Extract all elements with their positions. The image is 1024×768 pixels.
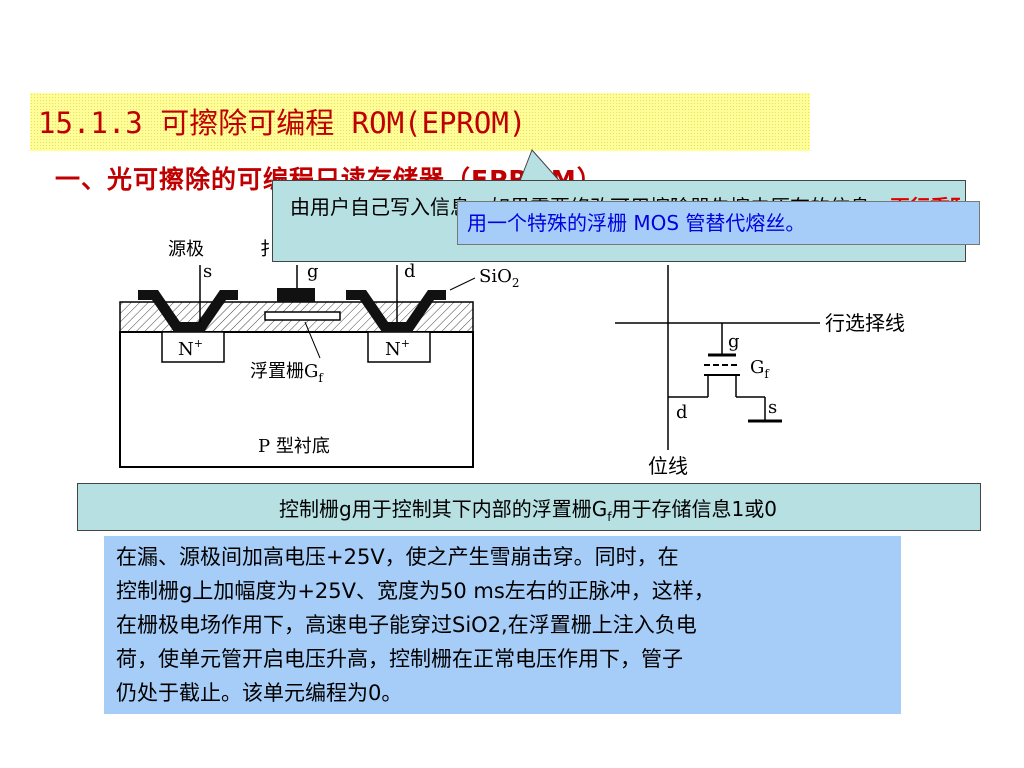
circuit-d-label: d xyxy=(676,402,688,423)
circuit-gf-label: Gf xyxy=(750,357,770,381)
floating-gate-note-text: 用一个特殊的浮栅 MOS 管替代熔丝。 xyxy=(467,211,806,235)
d-terminal-label: d xyxy=(404,261,416,282)
description-line: 在漏、源极间加高电压+25V，使之产生雪崩击穿。同时，在 xyxy=(116,545,679,569)
circuit-s-label: s xyxy=(768,397,777,418)
substrate-label: P 型衬底 xyxy=(258,436,330,457)
floating-gate-note-box xyxy=(457,201,980,245)
sio2-label: SiO2 xyxy=(479,266,520,290)
title-highlight-box xyxy=(30,93,810,151)
source-label: 源极 xyxy=(168,239,204,260)
floating-gate xyxy=(264,311,341,321)
description-line: 仍处于截止。该单元编程为0。 xyxy=(116,681,403,705)
drain-contact xyxy=(346,290,446,332)
description-line: 控制栅g上加幅度为+25V、宽度为50 ms左右的正脉冲，这样， xyxy=(116,579,715,603)
floating-gate-label: 浮置栅Gf xyxy=(250,361,324,385)
n-plus-drain-label: N+ xyxy=(385,337,410,360)
programming-description-box xyxy=(104,536,901,714)
s-terminal-label: s xyxy=(203,261,212,282)
control-gate xyxy=(277,288,315,302)
eprom-cell-circuit-diagram: 行选择线 g Gf d s 位线 xyxy=(615,265,905,478)
n-plus-source-label: N+ xyxy=(178,337,203,360)
programming-description: 在漏、源极间加高电压+25V，使之产生雪崩击穿。同时，在 控制栅g上加幅度为+2… xyxy=(116,540,896,710)
row-select-line-label: 行选择线 xyxy=(825,311,905,335)
circuit-g-label: g xyxy=(728,331,740,352)
mos-cross-section-diagram: 源极 扌 s g d SiO2 N+ N+ 浮置栅Gf P 型衬底 xyxy=(119,239,520,468)
description-line: 在栅极电场作用下，高速电子能穿过SiO2,在浮置栅上注入负电 xyxy=(116,613,697,637)
slide-title: 15.1.3 可擦除可编程 ROM(EPROM) xyxy=(38,106,527,140)
n-plus-source xyxy=(161,331,225,363)
control-gate-note-box xyxy=(77,483,981,531)
source-contact xyxy=(138,290,238,332)
description-line: 荷，使单元管开启电压升高，控制栅在正常电压作用下，管子 xyxy=(116,647,683,671)
bit-line-label: 位线 xyxy=(648,454,688,478)
control-gate-note-text: 控制栅g用于控制其下内部的浮置栅Gf用于存储信息1或0 xyxy=(279,497,777,524)
g-terminal-label: g xyxy=(307,261,319,282)
